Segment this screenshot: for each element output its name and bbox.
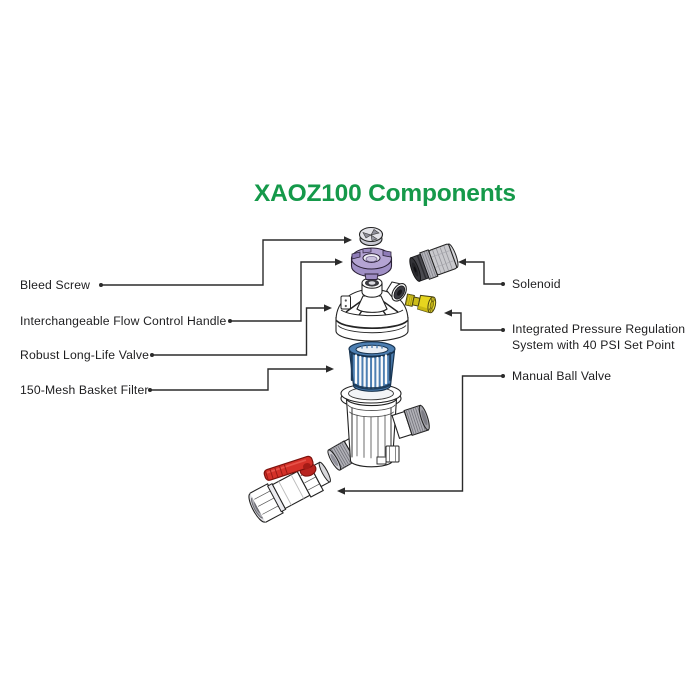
leader-arrowheads: [324, 236, 466, 495]
leader-ball-valve: [345, 375, 503, 492]
ball-valve-handle: [263, 455, 317, 481]
leader-solenoid: [466, 261, 503, 285]
filter-housing-part: [327, 383, 430, 471]
flow-control-handle-part: [350, 247, 393, 280]
arrow-left-icon: [458, 258, 466, 266]
label-robust-valve: Robust Long-Life Valve: [20, 348, 150, 362]
label-solenoid: Solenoid: [512, 277, 561, 291]
leader-dots: [99, 282, 505, 392]
arrow-right-icon: [344, 236, 352, 244]
arrow-left-icon: [444, 309, 452, 317]
arrow-right-icon: [326, 365, 334, 373]
leader-robust-valve: [152, 307, 324, 356]
basket-filter-part: [348, 341, 396, 392]
solenoid-part: [409, 243, 459, 282]
valve-body-part: [335, 277, 409, 342]
label-flow-control: Interchangeable Flow Control Handle: [20, 314, 227, 328]
manual-ball-valve-part: [248, 455, 331, 523]
page-title: XAOZ100 Components: [254, 180, 516, 207]
label-manual-ball-valve: Manual Ball Valve: [512, 369, 612, 383]
label-mesh-filter: 150-Mesh Basket Filter: [20, 383, 149, 397]
leader-mesh-filter: [150, 368, 326, 391]
label-bleed-screw: Bleed Screw: [20, 278, 91, 292]
arrow-left-icon: [337, 487, 345, 495]
leader-lines: [101, 239, 503, 492]
pressure-regulator-part: [404, 293, 437, 314]
leader-flow-control: [230, 261, 335, 322]
leader-pressure: [452, 312, 503, 331]
arrow-right-icon: [335, 258, 343, 266]
label-pressure-regulation: Integrated Pressure Regulation System wi…: [512, 322, 686, 352]
arrow-right-icon: [324, 304, 332, 312]
leader-bleed-screw: [101, 239, 344, 286]
bleed-screw-part: [358, 226, 384, 247]
